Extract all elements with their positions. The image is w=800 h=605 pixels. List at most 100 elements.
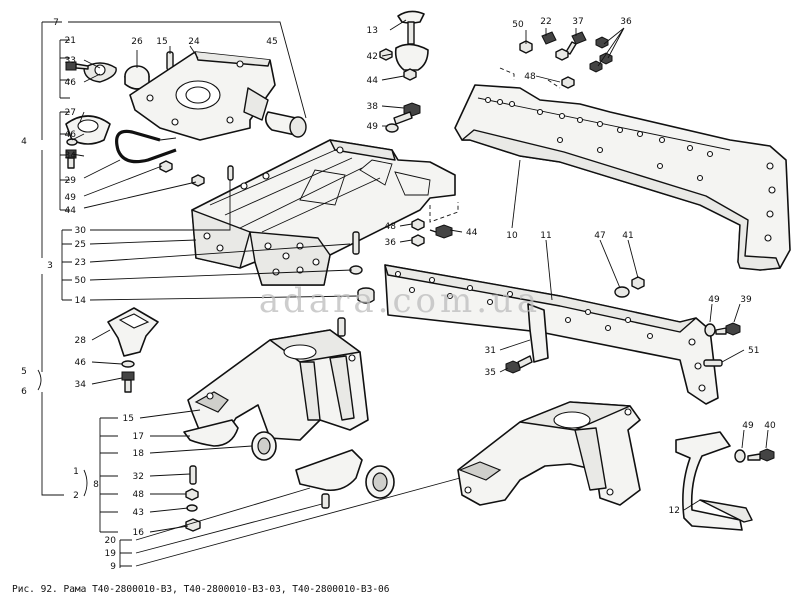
callout-48a: 48	[133, 490, 145, 500]
bolt-35	[505, 355, 533, 374]
callout-1: 1	[73, 467, 79, 477]
stud-23	[352, 231, 360, 255]
callout-31: 31	[485, 346, 496, 356]
bolt-37	[565, 31, 587, 55]
callout-46a: 46	[65, 78, 77, 88]
cap-17	[183, 419, 239, 447]
callout-11: 11	[540, 231, 551, 241]
callout-34a: 34	[65, 151, 77, 161]
washer-49c	[704, 323, 716, 337]
callout-14: 14	[75, 296, 87, 306]
nut-49a	[159, 160, 173, 173]
callout-24: 24	[188, 37, 200, 47]
callout-33: 33	[65, 56, 76, 66]
washer-49d	[734, 449, 746, 463]
nut-48b	[411, 218, 425, 231]
bolt-34a	[65, 149, 77, 169]
callout-9: 9	[110, 562, 116, 572]
bolt-22	[541, 31, 557, 45]
nut-16	[185, 518, 201, 532]
callout-7: 7	[53, 18, 59, 28]
callout-43: 43	[133, 508, 144, 518]
callout-36b: 36	[620, 17, 632, 27]
callout-2: 2	[73, 491, 79, 501]
bushing-20	[365, 465, 395, 499]
bushing-45	[264, 111, 307, 138]
callout-46b: 46	[65, 130, 77, 140]
callout-48c: 48	[524, 72, 536, 82]
stud-32	[189, 465, 197, 485]
callout-49c: 49	[708, 295, 720, 305]
callout-50a: 50	[75, 276, 87, 286]
nut-44a	[191, 174, 205, 187]
nut-44b	[403, 68, 417, 81]
callout-5: 5	[21, 367, 27, 377]
callout-4: 4	[21, 137, 27, 147]
bushing-18	[251, 431, 277, 461]
callout-34b: 34	[75, 380, 87, 390]
frame-housing-25	[191, 139, 456, 286]
callout-30: 30	[75, 226, 87, 236]
step-12	[675, 431, 753, 531]
stud-sm	[321, 493, 330, 509]
callout-21: 21	[65, 36, 76, 46]
callout-10: 10	[506, 231, 518, 241]
callout-44c: 44	[466, 228, 478, 238]
callout-46c: 46	[75, 358, 87, 368]
bracket-lower-left	[187, 329, 369, 441]
spacer-14	[357, 287, 375, 304]
bracket-lower-center	[457, 401, 641, 506]
dashed-link-44	[429, 202, 459, 223]
pin-51	[703, 359, 723, 367]
washer-43	[186, 504, 198, 512]
u-bolt-29	[115, 129, 177, 164]
callout-22: 22	[540, 17, 551, 27]
washer-49b	[385, 123, 399, 133]
support-28	[107, 307, 159, 357]
callout-13: 13	[367, 26, 378, 36]
nut-36a	[411, 234, 425, 247]
callout-32: 32	[133, 472, 144, 482]
callout-17: 17	[133, 432, 144, 442]
callout-25: 25	[75, 240, 86, 250]
bolt-34b	[121, 371, 135, 393]
handle-13	[394, 10, 429, 71]
bolt-36b	[589, 36, 613, 73]
callout-18: 18	[133, 449, 145, 459]
bolt-39	[715, 322, 741, 336]
callout-41: 41	[622, 231, 633, 241]
clip-31	[527, 303, 549, 363]
callout-12: 12	[669, 506, 680, 516]
bolt-33	[65, 61, 89, 71]
nut-48c	[555, 48, 575, 89]
rail-upper-10	[454, 84, 791, 271]
washer-46b	[66, 138, 78, 146]
dashed-link-48	[499, 67, 561, 89]
callout-50b: 50	[512, 20, 524, 30]
callout-labels: 7 21 33 46 26 15 24 45 27 46 4 34 29 49 …	[21, 17, 776, 572]
callout-44b: 44	[367, 76, 379, 86]
callout-51: 51	[748, 346, 759, 356]
callout-36a: 36	[385, 238, 397, 248]
callout-44a: 44	[65, 206, 77, 216]
callout-15a: 15	[156, 37, 167, 47]
cap-19	[295, 449, 363, 492]
callout-49d: 49	[742, 421, 754, 431]
callout-42: 42	[367, 52, 378, 62]
nut-42	[379, 48, 393, 61]
washer-46c	[121, 360, 135, 368]
watermark: adara.com.ua	[259, 281, 541, 321]
cover-plate-21	[83, 62, 117, 83]
leader-lines	[68, 19, 769, 567]
pin-15b	[337, 317, 346, 337]
callout-20: 20	[105, 536, 117, 546]
bushing-26	[124, 65, 150, 90]
callout-40: 40	[764, 421, 776, 431]
stud-44	[227, 165, 234, 181]
callout-49a: 49	[65, 193, 77, 203]
callout-16: 16	[133, 528, 145, 538]
callout-27: 27	[65, 108, 76, 118]
callout-15b: 15	[123, 414, 134, 424]
callout-47: 47	[594, 231, 605, 241]
